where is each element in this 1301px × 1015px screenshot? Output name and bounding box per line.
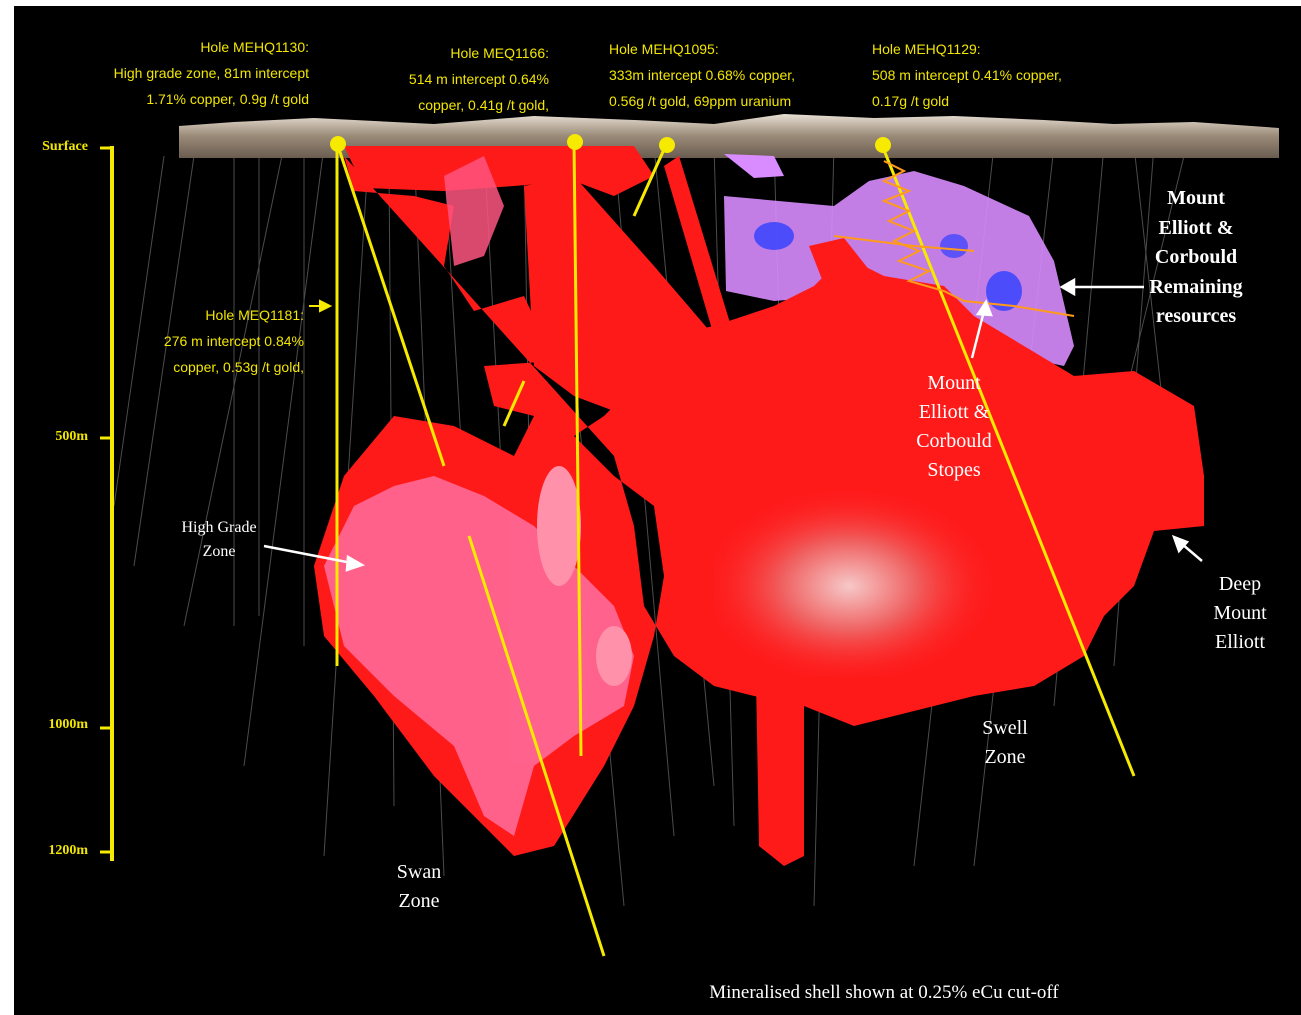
depth-label-1000m: 1000m <box>14 717 88 733</box>
stopes-label: MountElliott &CorbouldStopes <box>894 369 1014 485</box>
depth-label-1200m: 1200m <box>14 843 88 859</box>
footer-caption: Mineralised shell shown at 0.25% eCu cut… <box>644 982 1124 1004</box>
hole-meq1181-label: Hole MEQ1181:276 m intercept 0.84%copper… <box>114 302 304 380</box>
section-graphic <box>14 6 1301 1015</box>
depth-label-500m: 500m <box>14 429 88 445</box>
remaining-resources-label: MountElliott &CorbouldRemainingresources <box>1134 184 1258 332</box>
ground-surface <box>179 114 1279 158</box>
hole-mehq1095-label: Hole MEHQ1095:333m intercept 0.68% coppe… <box>609 36 849 114</box>
swan-zone-label: SwanZone <box>374 858 464 916</box>
deep-mount-elliott-label: DeepMountElliott <box>1192 570 1288 657</box>
hole-1181-arrow <box>309 301 330 311</box>
hole-meq1166-label: Hole MEQ1166:514 m intercept 0.64%copper… <box>344 40 549 118</box>
swell-zone-label: SwellZone <box>960 714 1050 772</box>
depth-label-surface: Surface <box>14 139 88 155</box>
high-grade-zone-label: High GradeZone <box>164 516 274 564</box>
cross-section-figure: Hole MEHQ1130:High grade zone, 81m inter… <box>14 6 1301 1015</box>
depth-scale-bar <box>100 146 112 861</box>
hole-mehq1130-label: Hole MEHQ1130:High grade zone, 81m inter… <box>74 34 309 112</box>
hole-mehq1129-label: Hole MEHQ1129:508 m intercept 0.41% copp… <box>872 36 1112 114</box>
